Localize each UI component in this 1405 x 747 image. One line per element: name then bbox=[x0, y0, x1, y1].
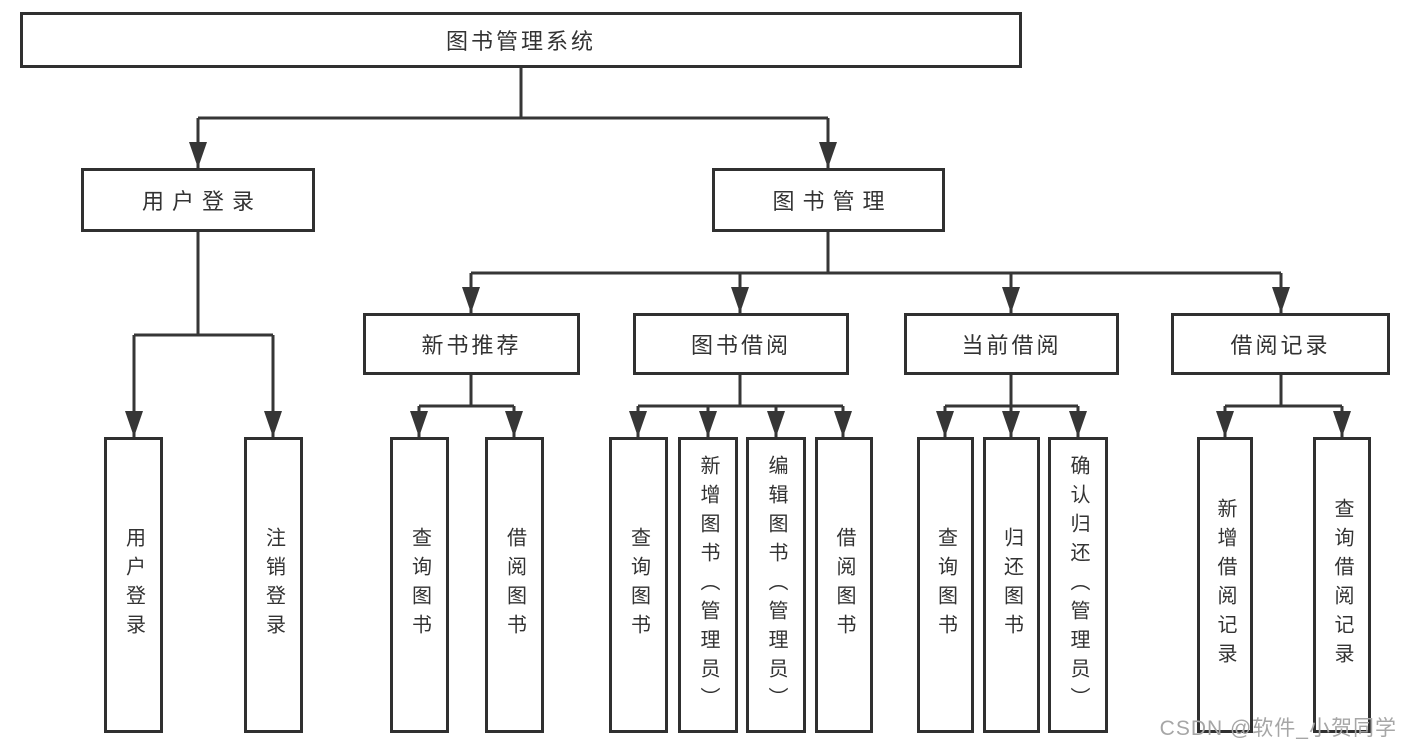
node-book-management: 图书管理 bbox=[712, 168, 945, 232]
leaf-label: 新增图书（管理员） bbox=[697, 454, 719, 716]
leaf-label: 查询图书 bbox=[408, 527, 431, 643]
node-current-borrow: 当前借阅 bbox=[904, 313, 1119, 375]
node-label: 图书管理系统 bbox=[445, 29, 596, 54]
leaf-label: 借阅图书 bbox=[503, 527, 526, 643]
node-label: 借阅记录 bbox=[1230, 333, 1331, 358]
node-new-book-recommend: 新书推荐 bbox=[363, 313, 580, 375]
leaf-label: 查询图书 bbox=[934, 527, 957, 643]
node-label: 图书管理 bbox=[772, 189, 893, 214]
leaf-user-login: 用户登录 bbox=[104, 437, 163, 733]
leaf-br-query-record: 查询借阅记录 bbox=[1313, 437, 1371, 733]
leaf-label: 注销登录 bbox=[262, 527, 285, 643]
csdn-watermark: CSDN @软件_小贺同学 bbox=[1159, 717, 1397, 740]
node-label: 当前借阅 bbox=[961, 333, 1062, 358]
leaf-cb-query-books: 查询图书 bbox=[917, 437, 974, 733]
leaf-bb-edit-books-admin: 编辑图书（管理员） bbox=[746, 437, 806, 733]
leaf-label: 确认归还（管理员） bbox=[1067, 454, 1089, 716]
leaf-bb-borrow-books: 借阅图书 bbox=[815, 437, 873, 733]
leaf-logout: 注销登录 bbox=[244, 437, 303, 733]
leaf-nbr-query-books: 查询图书 bbox=[390, 437, 449, 733]
leaf-label: 用户登录 bbox=[122, 527, 145, 643]
node-label: 新书推荐 bbox=[421, 333, 522, 358]
leaf-label: 新增借阅记录 bbox=[1214, 498, 1236, 672]
leaf-cb-confirm-return-admin: 确认归还（管理员） bbox=[1048, 437, 1108, 733]
leaf-br-add-record: 新增借阅记录 bbox=[1197, 437, 1253, 733]
leaf-bb-query-books: 查询图书 bbox=[609, 437, 668, 733]
leaf-label: 归还图书 bbox=[1000, 527, 1023, 643]
leaf-label: 查询图书 bbox=[627, 527, 650, 643]
node-user-login: 用户登录 bbox=[81, 168, 315, 232]
leaf-bb-add-books-admin: 新增图书（管理员） bbox=[678, 437, 738, 733]
leaf-label: 借阅图书 bbox=[833, 527, 855, 643]
node-book-borrow: 图书借阅 bbox=[633, 313, 849, 375]
leaf-nbr-borrow-books: 借阅图书 bbox=[485, 437, 544, 733]
node-root-system: 图书管理系统 bbox=[20, 12, 1022, 68]
leaf-label: 编辑图书（管理员） bbox=[765, 454, 787, 716]
leaf-cb-return-books: 归还图书 bbox=[983, 437, 1040, 733]
node-label: 用户登录 bbox=[141, 189, 262, 214]
node-label: 图书借阅 bbox=[690, 333, 791, 358]
node-borrow-record: 借阅记录 bbox=[1171, 313, 1390, 375]
leaf-label: 查询借阅记录 bbox=[1331, 498, 1353, 672]
